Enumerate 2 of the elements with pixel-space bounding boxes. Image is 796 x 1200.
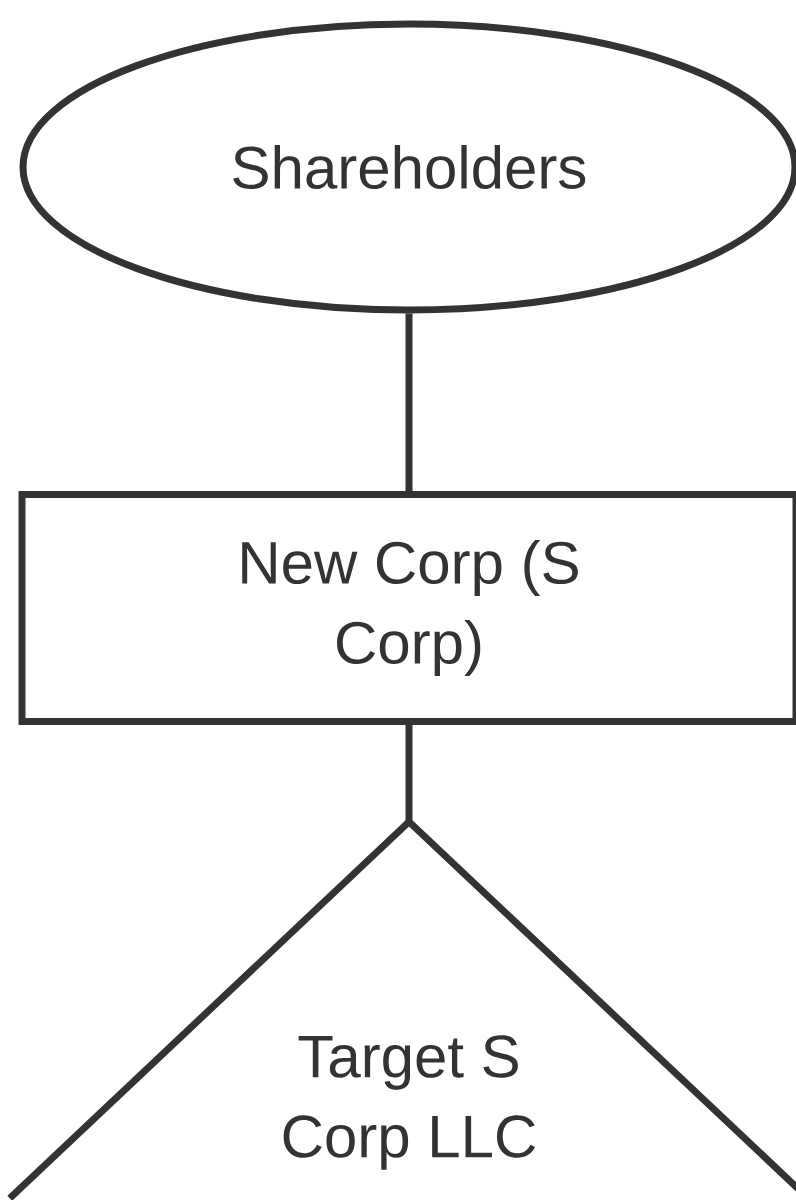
- connector-line: [405, 313, 413, 491]
- process-box: New Corp (S Corp): [18, 491, 796, 725]
